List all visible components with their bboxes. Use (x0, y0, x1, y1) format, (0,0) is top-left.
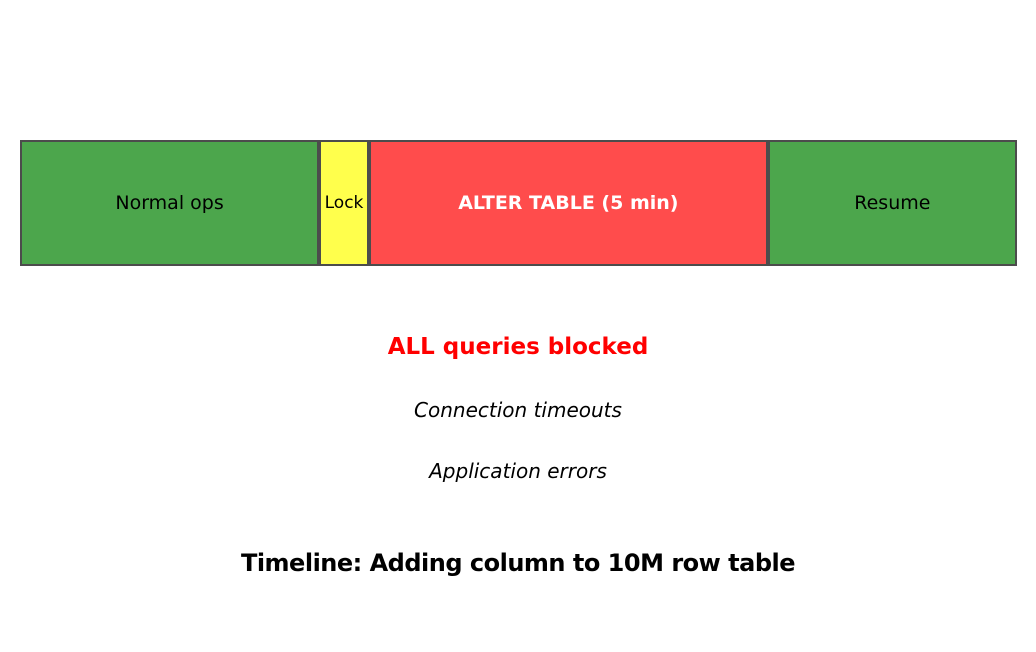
figure-title: Timeline: Adding column to 10M row table (240, 549, 796, 577)
segment-normal-ops: Normal ops (20, 140, 320, 266)
annotation-all-queries-blocked: ALL queries blocked (387, 334, 649, 360)
segment-alter-table: ALTER TABLE (5 min) (368, 140, 768, 266)
segment-resume-label: Resume (854, 192, 931, 214)
segment-alter-table-label: ALTER TABLE (5 min) (458, 192, 679, 214)
annotation-application-errors: Application errors (429, 459, 607, 483)
timeline-bar: Normal ops Lock ALTER TABLE (5 min) Resu… (20, 140, 1017, 266)
segment-resume: Resume (767, 140, 1017, 266)
segment-normal-ops-label: Normal ops (115, 192, 224, 214)
segment-lock-label: Lock (324, 193, 364, 213)
annotation-connection-timeouts: Connection timeouts (414, 398, 622, 422)
segment-lock: Lock (319, 140, 369, 266)
